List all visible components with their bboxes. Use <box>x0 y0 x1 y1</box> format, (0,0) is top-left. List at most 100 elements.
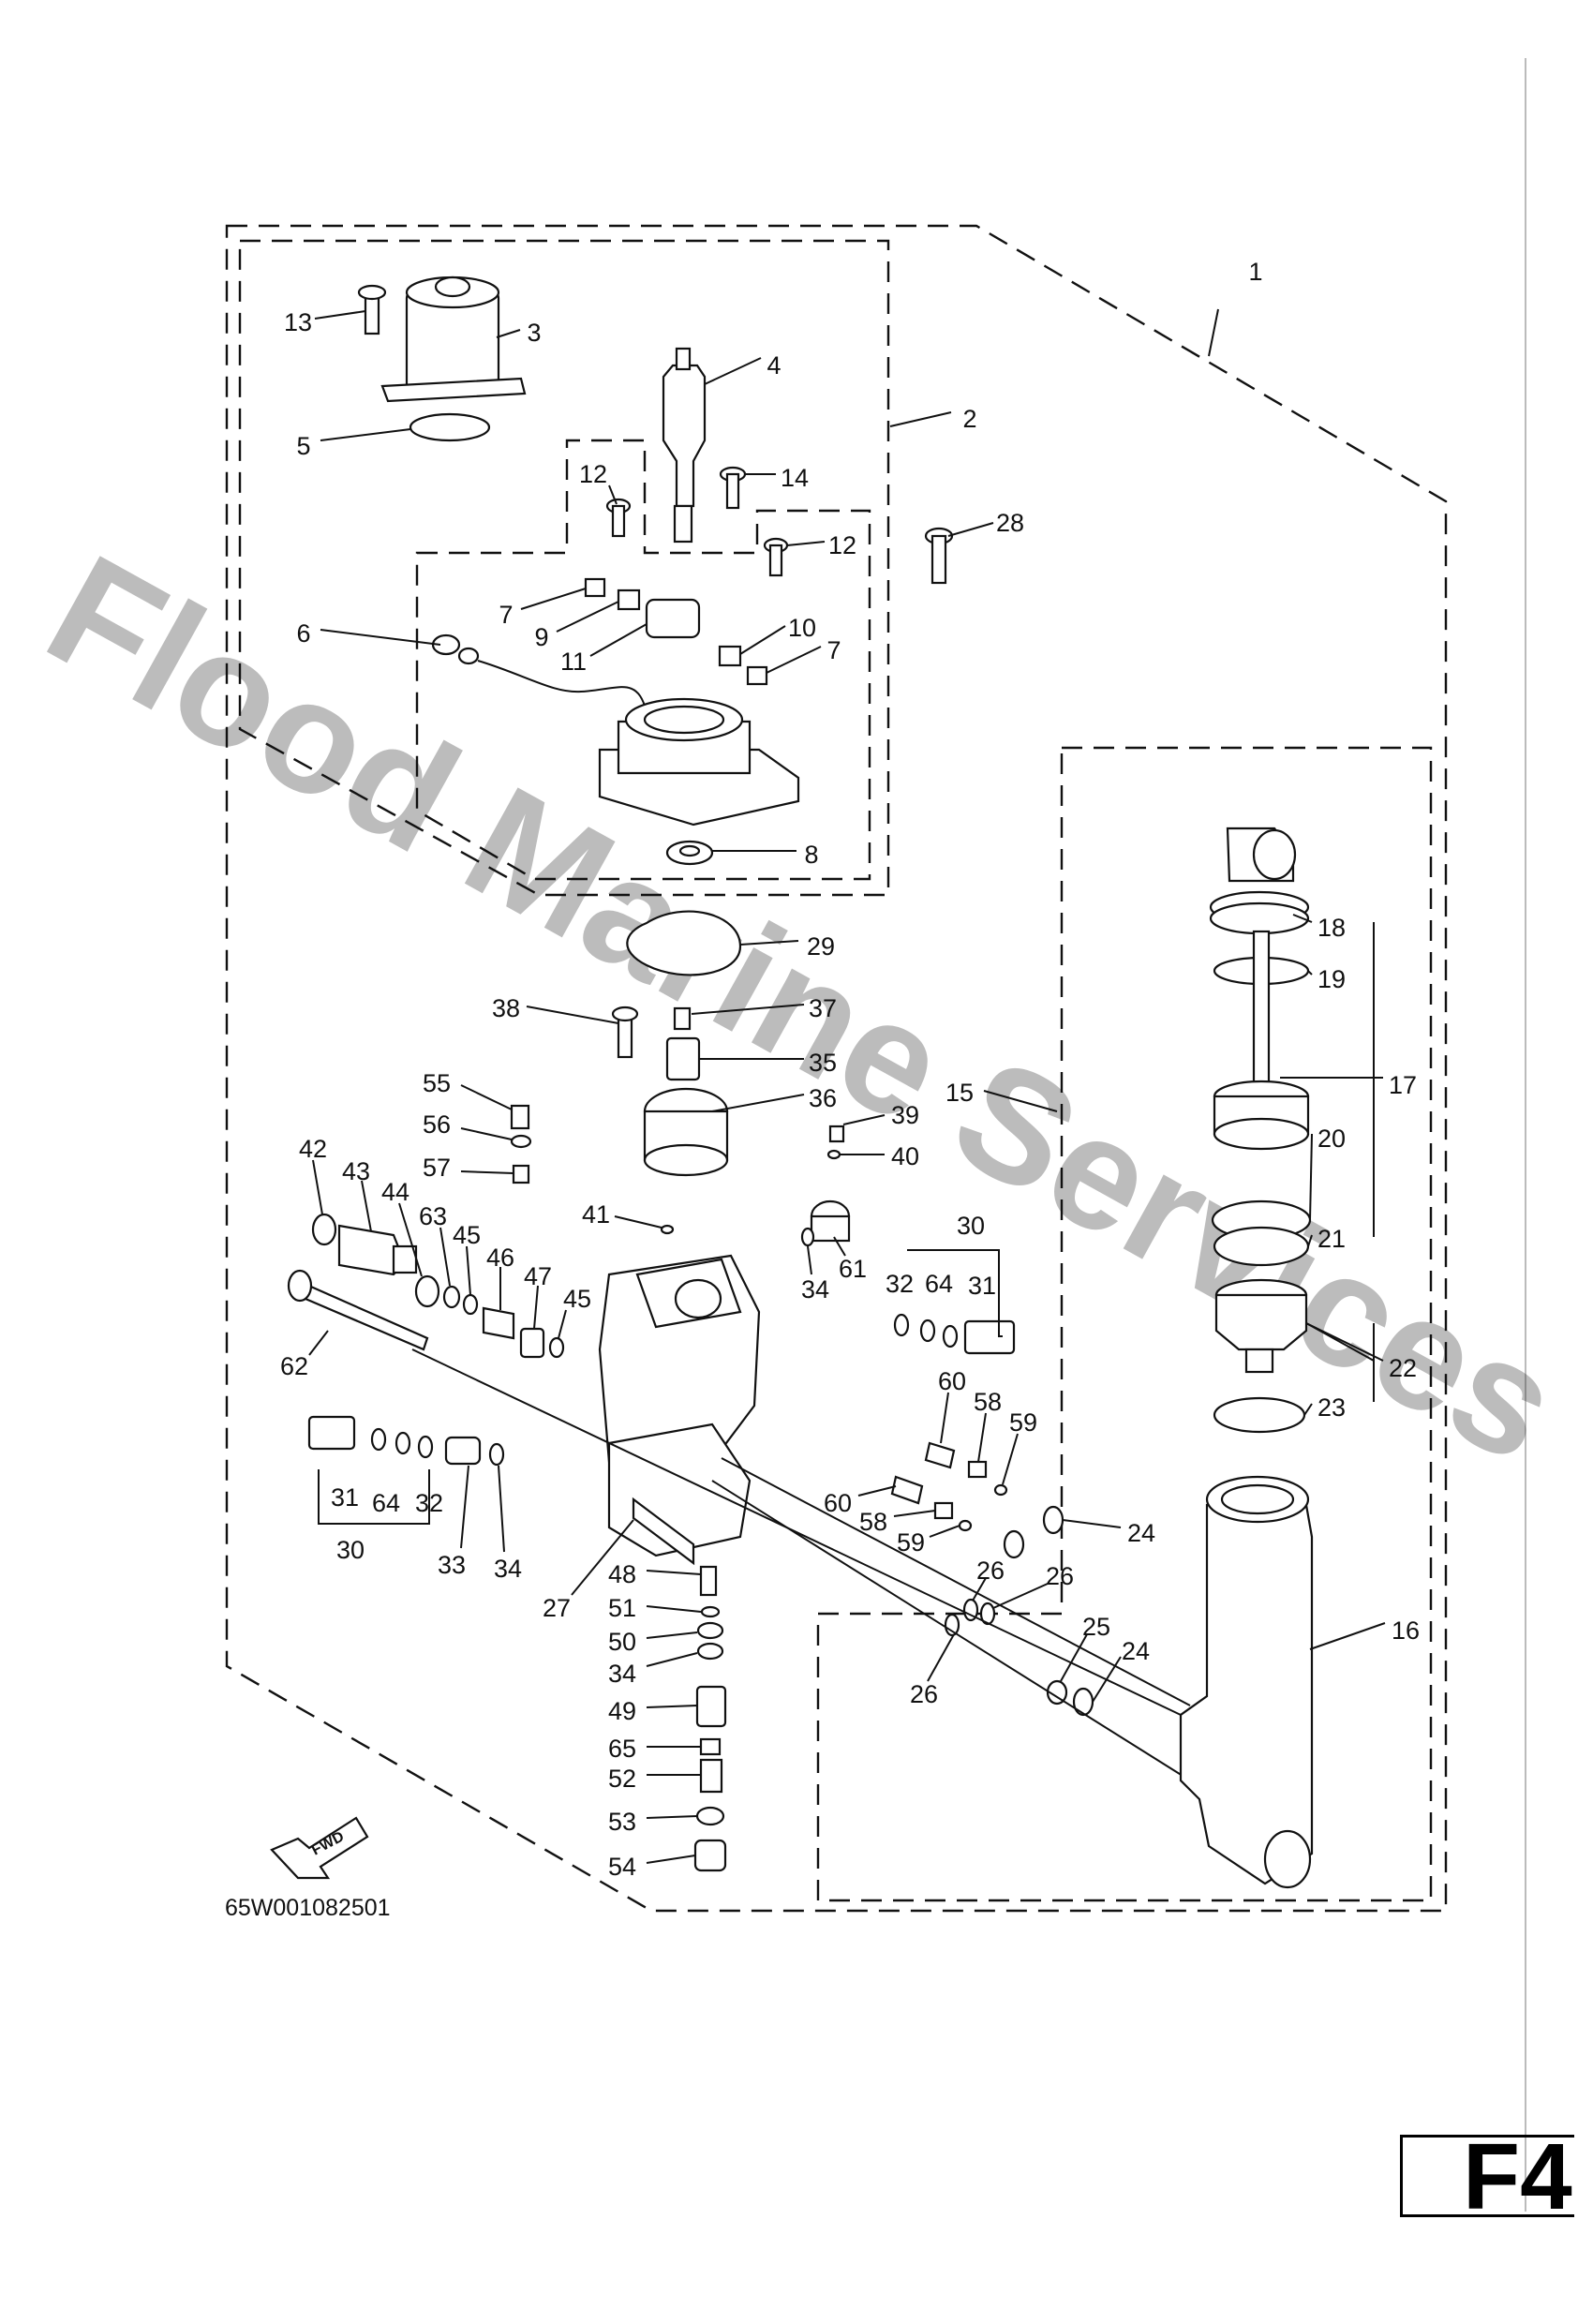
leader-51 <box>646 1605 702 1613</box>
plug-49 <box>695 1685 727 1728</box>
callout-44: 44 <box>381 1178 409 1206</box>
callout-13: 13 <box>284 308 312 336</box>
callout-52: 52 <box>608 1765 636 1793</box>
seat-58a <box>967 1460 988 1479</box>
callout-3: 3 <box>527 319 541 347</box>
callout-31: 31 <box>968 1272 996 1300</box>
leader-63 <box>439 1227 451 1287</box>
leader-59 <box>1002 1433 1019 1485</box>
callout-65: 65 <box>608 1735 636 1763</box>
callout-60: 60 <box>824 1489 852 1517</box>
leader-27 <box>571 1519 634 1596</box>
leader-48 <box>646 1570 702 1575</box>
callout-40: 40 <box>891 1142 919 1170</box>
leader-39 <box>842 1114 886 1125</box>
leader-57 <box>460 1170 514 1174</box>
oring-24b <box>1003 1529 1025 1559</box>
callout-4: 4 <box>767 351 781 380</box>
leader-25 <box>1060 1633 1088 1682</box>
leader-53 <box>646 1815 698 1819</box>
spring-55 <box>510 1104 530 1130</box>
callout-49: 49 <box>608 1697 636 1725</box>
oring-51 <box>700 1605 721 1618</box>
oring-29 <box>626 910 742 976</box>
cap-57 <box>512 1164 530 1184</box>
leader-5 <box>320 428 411 441</box>
callout-35: 35 <box>809 1049 837 1077</box>
motor-base-subgroup-boundary <box>415 439 871 881</box>
callout-30: 30 <box>336 1536 365 1564</box>
leader-11 <box>589 623 648 657</box>
tilt-cylinder-15-boundary <box>816 746 1433 1902</box>
leader-47 <box>533 1285 539 1330</box>
leader-28 <box>947 522 994 537</box>
leader-41 <box>614 1215 662 1229</box>
callout-41: 41 <box>582 1200 610 1229</box>
callout-54: 54 <box>608 1853 636 1881</box>
page-number-box: F4 <box>1400 2135 1574 2217</box>
cylinder-parts <box>1179 827 1314 1889</box>
callout-24: 24 <box>1122 1637 1150 1665</box>
pump-parts <box>287 1006 1191 1872</box>
callout-8: 8 <box>804 841 818 869</box>
callout-56: 56 <box>423 1110 451 1139</box>
spring-46 <box>482 1306 515 1340</box>
leader-26 <box>992 1583 1049 1609</box>
spring-7a <box>584 577 606 598</box>
callout-12: 12 <box>579 460 607 488</box>
leader-55 <box>460 1084 513 1110</box>
callout-36: 36 <box>809 1084 837 1112</box>
callout-26: 26 <box>976 1557 1005 1585</box>
leader-20 <box>1309 1133 1313 1221</box>
oring-44 <box>414 1274 440 1308</box>
leader-43 <box>361 1180 372 1232</box>
leader-6 <box>320 629 441 646</box>
callout-23: 23 <box>1317 1393 1346 1422</box>
callout-59: 59 <box>1009 1408 1037 1437</box>
callout-22: 22 <box>1389 1354 1417 1382</box>
spring-60b <box>890 1475 924 1505</box>
callout-58: 58 <box>974 1388 1002 1416</box>
callout-34: 34 <box>494 1555 522 1583</box>
leader-12 <box>608 484 618 505</box>
leader-36 <box>711 1094 805 1112</box>
callout-18: 18 <box>1317 914 1346 942</box>
callout-30: 30 <box>957 1212 985 1240</box>
spring-7b <box>746 665 768 686</box>
oring-23 <box>1213 1396 1306 1434</box>
callout-34: 34 <box>801 1275 829 1304</box>
leader-21 <box>1307 1234 1313 1247</box>
leader-24 <box>1062 1519 1122 1528</box>
washer-56 <box>510 1134 532 1149</box>
leader-44 <box>398 1202 423 1277</box>
pin-39 <box>828 1125 845 1143</box>
leader-56 <box>460 1127 513 1140</box>
seat-65 <box>699 1737 722 1756</box>
callout-17: 17 <box>1389 1071 1417 1099</box>
page-number: F4 <box>1463 2135 1572 2217</box>
callout-10: 10 <box>788 614 816 642</box>
callout-7: 7 <box>499 601 513 629</box>
callout-26: 26 <box>1046 1562 1074 1590</box>
callout-45: 45 <box>563 1285 591 1313</box>
brush-9 <box>617 588 641 611</box>
callout-59: 59 <box>897 1528 925 1557</box>
leader-34 <box>646 1652 698 1667</box>
leader-34 <box>807 1245 812 1275</box>
ball-59a <box>993 1483 1008 1497</box>
callout-58: 58 <box>859 1508 887 1536</box>
leader-42 <box>312 1159 323 1215</box>
fwd-arrow-icon: FWD <box>270 1816 369 1880</box>
callout-25: 25 <box>1082 1613 1110 1641</box>
group-boundaries <box>225 224 1448 1913</box>
callout-63: 63 <box>419 1202 447 1230</box>
valve-33 <box>444 1436 482 1466</box>
bracket-30-left <box>318 1469 430 1525</box>
leader-49 <box>646 1705 698 1708</box>
cylinder-16 <box>1179 1503 1314 1885</box>
oring-32a <box>394 1431 411 1455</box>
tube-upper <box>721 1457 1191 1706</box>
leader-61 <box>833 1236 846 1257</box>
